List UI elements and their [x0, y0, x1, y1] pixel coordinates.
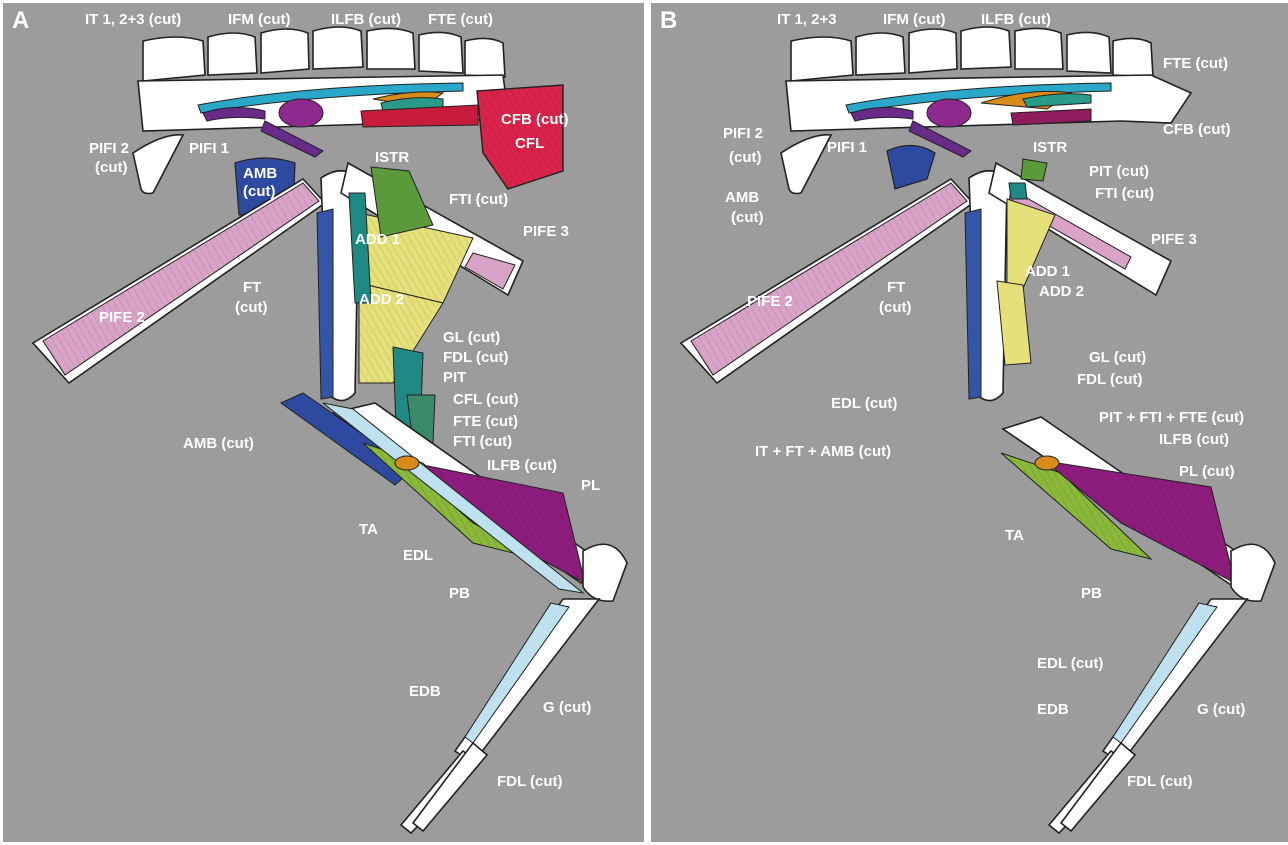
label-pife3: PIFE 3: [1151, 231, 1197, 248]
label-ft-line1: FT: [887, 279, 905, 296]
label-ft-line1: FT: [243, 279, 261, 296]
label-cfl-cut: CFL (cut): [453, 391, 519, 408]
label-edb: EDB: [409, 683, 441, 700]
label-cfl: CFL: [515, 135, 544, 152]
label-amb-line1: AMB: [725, 189, 759, 206]
label-edl: EDL: [403, 547, 433, 564]
label-ilfb-cut: ILFB (cut): [1159, 431, 1229, 448]
vertebral-column: [786, 27, 1191, 131]
label-pit: PIT: [443, 369, 466, 386]
label-pl: PL: [581, 477, 600, 494]
label-ilfb-top: ILFB (cut): [331, 11, 401, 28]
label-amb-cut: AMB (cut): [183, 435, 254, 452]
edb-muscle: [465, 603, 569, 743]
label-pife2: PIFE 2: [747, 293, 793, 310]
label-add2: ADD 2: [1039, 283, 1084, 300]
pit-muscle: [1009, 183, 1027, 199]
panel-label: B: [660, 7, 677, 35]
label-fdl-cut-upper: FDL (cut): [443, 349, 509, 366]
label-edb: EDB: [1037, 701, 1069, 718]
label-fte-cut: FTE (cut): [453, 413, 518, 430]
label-pit-cut: PIT (cut): [1089, 163, 1149, 180]
label-edl-cut-lower: EDL (cut): [1037, 655, 1103, 672]
panel-a: A IT 1, 2+3 (cut) IFM (cut) ILFB (cut) F…: [3, 3, 644, 842]
label-g-cut: G (cut): [543, 699, 591, 716]
label-ft-line2: (cut): [235, 299, 268, 316]
label-pife2: PIFE 2: [99, 309, 145, 326]
label-istr: ISTR: [1033, 139, 1067, 156]
label-gl-cut: GL (cut): [1089, 349, 1146, 366]
label-amb-line2: (cut): [731, 209, 764, 226]
label-pb: PB: [449, 585, 470, 602]
fti-muscle: [1021, 159, 1047, 181]
fti-muscle: [371, 167, 433, 237]
ft-muscle: [317, 209, 333, 399]
panel-b: B IT 1, 2+3 IFM (cut) ILFB (cut) FTE (cu…: [651, 3, 1288, 842]
label-ifm: IFM (cut): [883, 11, 945, 28]
label-fdl-cut-lower: FDL (cut): [1127, 773, 1193, 790]
label-ilfb-cut: ILFB (cut): [487, 457, 557, 474]
label-add2: ADD 2: [359, 291, 404, 308]
label-ft-line2: (cut): [879, 299, 912, 316]
label-fte-top: FTE (cut): [1163, 55, 1228, 72]
panel-label: A: [12, 7, 29, 35]
ilfb-insertion: [1035, 456, 1059, 470]
label-pife3: PIFE 3: [523, 223, 569, 240]
label-cfb-cut: CFB (cut): [501, 111, 569, 128]
ifm-muscle: [279, 99, 323, 127]
label-fdl-cut-upper: FDL (cut): [1077, 371, 1143, 388]
label-istr: ISTR: [375, 149, 409, 166]
label-fti-cut2: FTI (cut): [453, 433, 512, 450]
label-amb-line1: AMB: [243, 165, 277, 182]
panel-a-illustration: [3, 3, 644, 842]
ilfb-insertion: [395, 456, 419, 470]
label-ta: TA: [1005, 527, 1024, 544]
label-fti-cut: FTI (cut): [1095, 185, 1154, 202]
amb-muscle: [887, 145, 935, 189]
label-pifi2-line2: (cut): [729, 149, 762, 166]
label-gl-cut: GL (cut): [443, 329, 500, 346]
label-ilfb-top: ILFB (cut): [981, 11, 1051, 28]
label-amb-line2: (cut): [243, 183, 276, 200]
label-it: IT 1, 2+3 (cut): [85, 11, 181, 28]
label-pifi2-line1: PIFI 2: [89, 140, 129, 157]
label-edl-cut-upper: EDL (cut): [831, 395, 897, 412]
label-it-ft-amb: IT + FT + AMB (cut): [755, 443, 891, 460]
label-pl-cut: PL (cut): [1179, 463, 1235, 480]
label-fte-top: FTE (cut): [428, 11, 493, 28]
edb-muscle: [1113, 603, 1217, 743]
label-ta: TA: [359, 521, 378, 538]
label-pit-fti-fte: PIT + FTI + FTE (cut): [1099, 409, 1244, 426]
label-ifm: IFM (cut): [228, 11, 290, 28]
label-cfb-cut: CFB (cut): [1163, 121, 1231, 138]
label-pb: PB: [1081, 585, 1102, 602]
label-fti-cut: FTI (cut): [449, 191, 508, 208]
label-add1: ADD 1: [1025, 263, 1070, 280]
ft-muscle: [965, 209, 981, 399]
label-fdl-cut-lower: FDL (cut): [497, 773, 563, 790]
label-it: IT 1, 2+3: [777, 11, 837, 28]
label-pifi1: PIFI 1: [827, 139, 867, 156]
label-pifi1: PIFI 1: [189, 140, 229, 157]
label-pifi2-line2: (cut): [95, 159, 128, 176]
label-pifi2-line1: PIFI 2: [723, 125, 763, 142]
label-add1: ADD 1: [355, 231, 400, 248]
label-g-cut: G (cut): [1197, 701, 1245, 718]
ifm-muscle: [927, 99, 971, 127]
